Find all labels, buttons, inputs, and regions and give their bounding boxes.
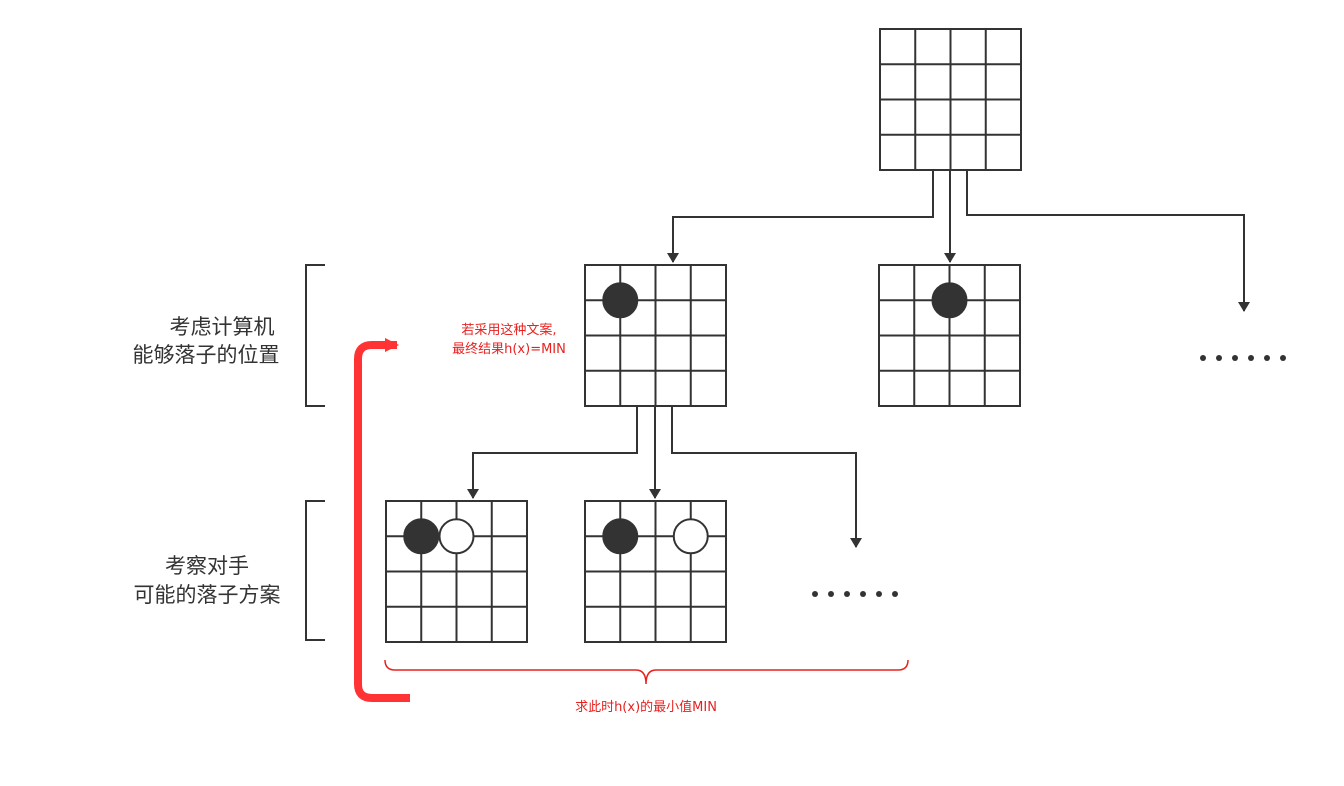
computer-move-board-1	[584, 264, 727, 407]
ellipsis-dot	[844, 591, 850, 597]
ellipsis-dot	[1280, 355, 1286, 361]
black-stone	[403, 518, 440, 555]
arrow-root-to-more	[966, 171, 1250, 312]
ellipsis-dot	[1264, 355, 1270, 361]
feedback-arrow	[354, 338, 410, 702]
root-board	[879, 28, 1022, 171]
ellipsis-dot	[1216, 355, 1222, 361]
ellipsis-dot	[1232, 355, 1238, 361]
arrow-board-1-to-opponent-1	[467, 406, 638, 499]
arrow-board-1-to-more	[671, 406, 862, 548]
ellipsis-dot	[828, 591, 834, 597]
opponent-move-board-2	[584, 500, 727, 643]
arrow-root-to-board-1	[667, 171, 934, 263]
opponent-label-line2: 可能的落子方案	[134, 583, 281, 607]
computer-label-line1: 考虑计算机	[170, 315, 275, 339]
ellipsis-dot	[860, 591, 866, 597]
level1-to-level2-arrows	[467, 406, 862, 548]
black-stone	[602, 518, 639, 555]
ellipsis-dot	[876, 591, 882, 597]
min-label: 求此时h(x)的最小值MIN	[575, 699, 717, 715]
computer-label-line2: 能够落子的位置	[133, 343, 280, 367]
more-computer-moves-ellipsis	[1200, 355, 1286, 361]
opponent-level-bracket	[305, 500, 325, 641]
more-opponent-moves-ellipsis	[812, 591, 898, 597]
white-stone	[672, 518, 709, 555]
computer-move-board-2	[878, 264, 1021, 407]
black-stone	[602, 282, 639, 319]
root-to-level1-arrows	[667, 171, 1250, 312]
ellipsis-dot	[892, 591, 898, 597]
ellipsis-dot	[812, 591, 818, 597]
ellipsis-dot	[1200, 355, 1206, 361]
ellipsis-dot	[1248, 355, 1254, 361]
black-stone	[931, 282, 968, 319]
computer-level-bracket	[305, 264, 325, 407]
white-stone	[438, 518, 475, 555]
adopt-annotation-line2: 最终结果h(x)=MIN	[452, 341, 566, 357]
min-curly-brace	[384, 659, 909, 685]
adopt-annotation-line1: 若采用这种文案,	[461, 322, 556, 338]
opponent-move-board-1	[385, 500, 528, 643]
opponent-label-line1: 考察对手	[165, 554, 249, 578]
